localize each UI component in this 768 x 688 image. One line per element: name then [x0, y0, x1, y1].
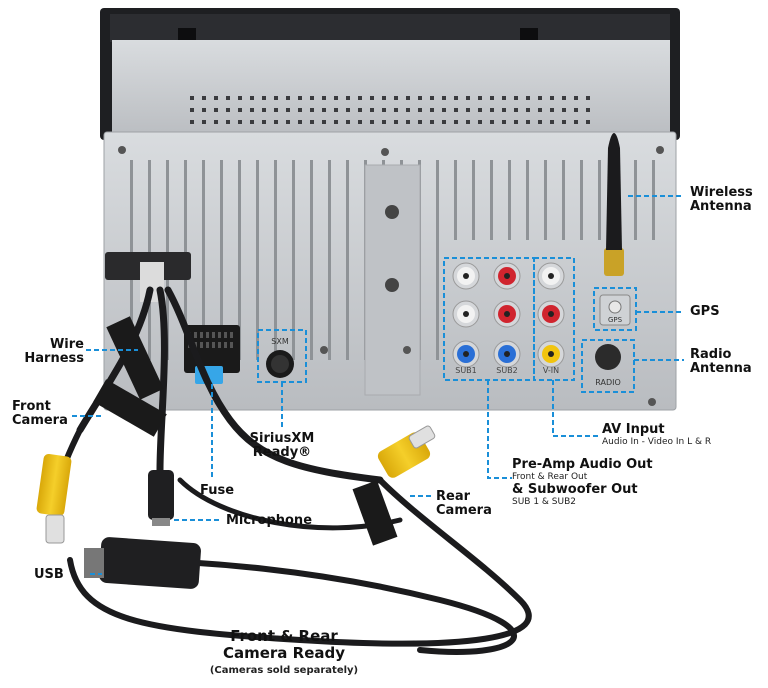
rear-camera-plug	[377, 425, 436, 478]
svg-text:RADIO: RADIO	[595, 378, 621, 387]
radio-antenna-port: RADIO	[595, 344, 621, 387]
rca-label-sub2: SUB2	[496, 366, 518, 375]
wireless-antenna	[604, 133, 624, 276]
cable-tag-rear-cam	[352, 480, 398, 546]
label-preamp: Pre-Amp Audio Out	[512, 457, 653, 472]
label-av-input-sub: Audio In - Video In L & R	[602, 437, 712, 447]
front-camera-plug	[36, 453, 72, 544]
usb-cable-end	[84, 537, 201, 589]
svg-text:SXM: SXM	[271, 337, 289, 346]
gps-port: GPS	[599, 294, 631, 326]
rca-label-sub1: SUB1	[455, 366, 477, 375]
sxm-port: SXM	[266, 337, 294, 378]
label-subwoofer: & Subwoofer Out	[512, 482, 638, 497]
label-microphone: Microphone	[226, 513, 313, 528]
cable-tag-mic	[106, 316, 164, 400]
label-gps: GPS	[690, 304, 720, 319]
label-usb: USB	[34, 567, 64, 582]
label-cameras-note: (Cameras sold separately)	[209, 665, 359, 676]
label-av-input: AV Input	[602, 422, 665, 437]
callouts	[72, 195, 684, 575]
rca-jacks	[452, 262, 565, 368]
label-fuse: Fuse	[200, 483, 235, 498]
svg-text:GPS: GPS	[608, 316, 623, 324]
label-subwoofer-sub: SUB 1 & SUB2	[512, 497, 577, 507]
rca-label-vin: V-IN	[543, 366, 559, 375]
vent-holes	[190, 96, 590, 124]
label-preamp-sub: Front & Rear Out	[512, 472, 588, 482]
cable-tag-front-cam	[93, 379, 167, 437]
microphone-plug	[148, 470, 174, 526]
